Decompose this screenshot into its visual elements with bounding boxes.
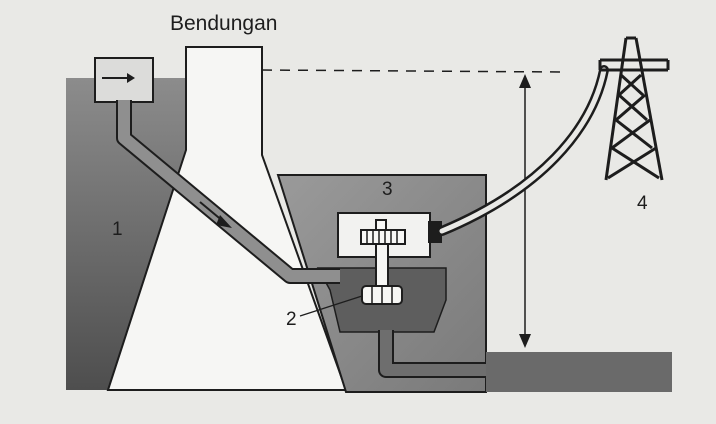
head-height-arrow-bottom [519, 334, 531, 348]
head-height-dashed-line [261, 69, 561, 73]
intake-arrow-head [127, 73, 135, 83]
generator-rotor [360, 219, 406, 245]
turbine-leader-line [299, 295, 363, 317]
head-height-arrow-top [519, 74, 531, 88]
generator-box [428, 221, 442, 243]
tailwater [486, 352, 672, 392]
transmission-tower [598, 36, 670, 181]
outlet-pipe-fill [380, 330, 490, 376]
turbine [361, 285, 403, 305]
label-tower: 4 [637, 193, 648, 214]
label-reservoir: 1 [112, 219, 123, 240]
transmission-cable-inner [439, 67, 607, 234]
label-turbine: 2 [286, 309, 297, 330]
label-powerhouse: 3 [382, 179, 393, 200]
flow-arrow-head [216, 215, 232, 228]
dam-title: Bendungan [170, 12, 278, 35]
